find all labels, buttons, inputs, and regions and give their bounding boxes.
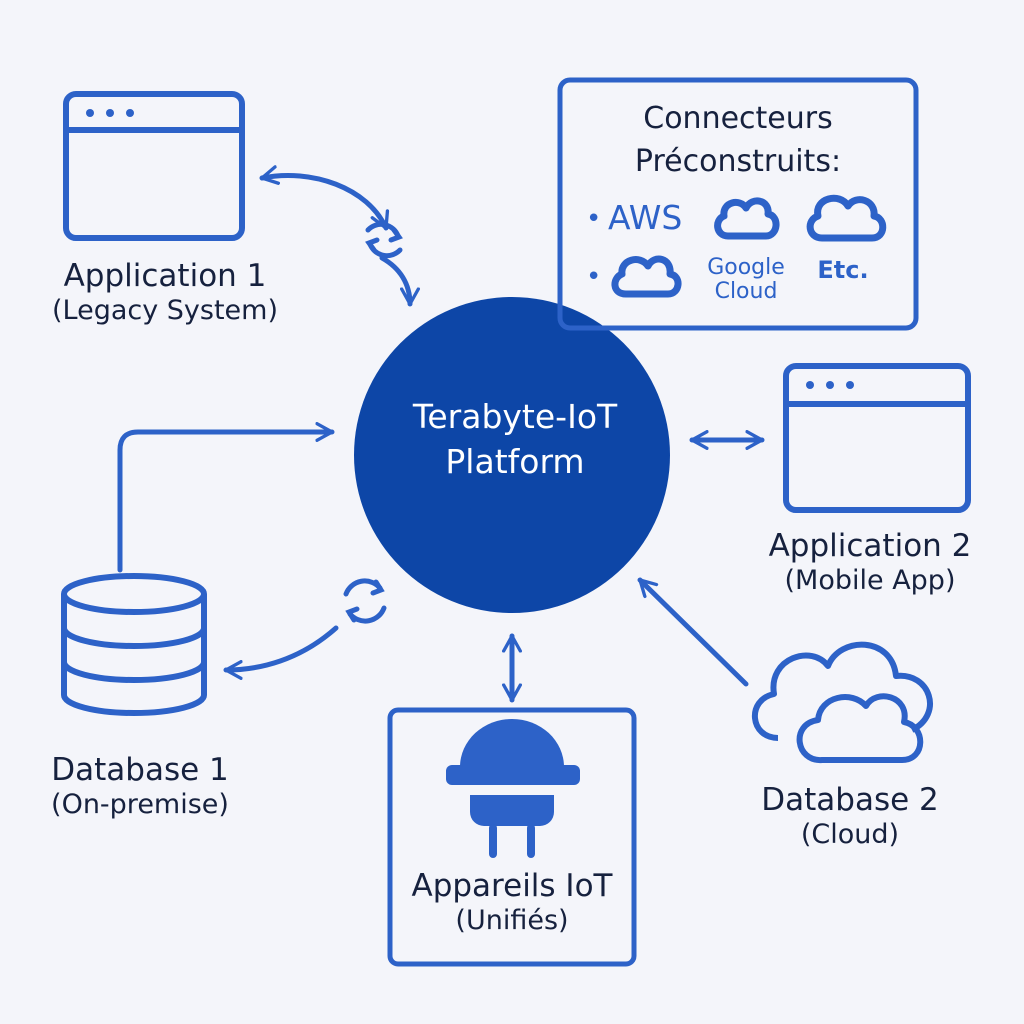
application-1-name: Application 1 xyxy=(63,258,267,294)
platform-hub-circle xyxy=(354,297,670,613)
iot-devices-label: Appareils IoT (Unifiés) xyxy=(392,868,632,938)
database-1-cylinder-icon xyxy=(61,573,207,716)
google-cloud-line2: Cloud xyxy=(714,279,778,305)
arrow-hub-to-database-1 xyxy=(223,625,339,680)
database-2-subtitle: (Cloud) xyxy=(800,819,900,851)
database-2-name: Database 2 xyxy=(761,782,939,818)
application-2-window-icon xyxy=(783,363,971,513)
connector-etc-label: Etc. xyxy=(817,256,869,284)
connector-cloud-icon xyxy=(714,197,780,240)
connector-bullet-2: • xyxy=(586,262,602,292)
arrow-application-1-to-hub xyxy=(379,255,420,307)
connectors-title-line1: Connecteurs xyxy=(643,101,833,136)
connector-aws-label: AWS xyxy=(608,198,683,237)
connectors-title-line2: Préconstruits: xyxy=(634,143,842,179)
connector-google-cloud-label: Google Cloud xyxy=(696,255,796,305)
google-cloud-line1: Google xyxy=(707,255,785,280)
connector-cloud-icon-3 xyxy=(611,255,682,298)
database-2-label: Database 2 (Cloud) xyxy=(720,782,980,852)
iot-devices-box xyxy=(387,707,637,967)
connectors-box xyxy=(557,77,919,331)
connector-cloud-icon-2 xyxy=(806,194,887,242)
sync-icon xyxy=(365,221,403,259)
iot-devices-subtitle: (Unifiés) xyxy=(455,905,569,937)
iot-device-icon xyxy=(446,719,580,858)
connector-bullet: • xyxy=(586,204,602,234)
sync-icon-2 xyxy=(343,578,387,624)
application-1-label: Application 1 (Legacy System) xyxy=(20,258,310,328)
arrow-application-1 xyxy=(259,165,390,231)
connectors-title: Connecteurs Préconstruits: xyxy=(560,98,916,183)
application-1-subtitle: (Legacy System) xyxy=(51,295,279,327)
application-2-label: Application 2 (Mobile App) xyxy=(720,528,1020,598)
arrow-database-1-to-hub xyxy=(117,422,335,573)
iot-devices-name: Appareils IoT xyxy=(411,868,613,904)
database-1-subtitle: (On-premise) xyxy=(51,789,229,821)
database-2-cloud-icon xyxy=(752,641,933,763)
database-1-label: Database 1 (On-premise) xyxy=(10,752,270,822)
database-1-name: Database 1 xyxy=(51,752,229,788)
application-2-subtitle: (Mobile App) xyxy=(784,565,956,597)
platform-name-line1: Terabyte-IoT xyxy=(412,397,618,436)
platform-name-line2: Platform xyxy=(445,441,585,481)
application-2-name: Application 2 xyxy=(768,528,972,564)
platform-hub-label: Terabyte-IoT Platform xyxy=(355,395,675,484)
arrow-database-2-to-hub xyxy=(637,577,749,687)
application-1-window-icon xyxy=(63,91,245,241)
